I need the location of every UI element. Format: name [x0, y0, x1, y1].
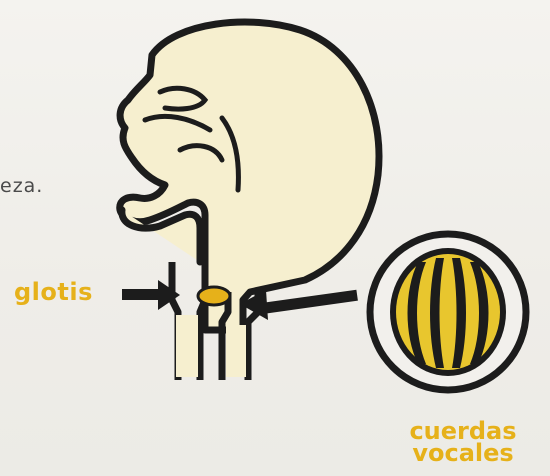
esophagus-fill [226, 325, 246, 377]
cuerdas-label-line2: vocales [388, 442, 538, 464]
glotis-label: glotis [14, 278, 93, 306]
cuerdas-vocales-label: cuerdas vocales [388, 420, 538, 464]
glottis-spot [198, 287, 230, 305]
trachea-fill [176, 315, 198, 377]
vocal-cords-illustration [370, 234, 526, 390]
